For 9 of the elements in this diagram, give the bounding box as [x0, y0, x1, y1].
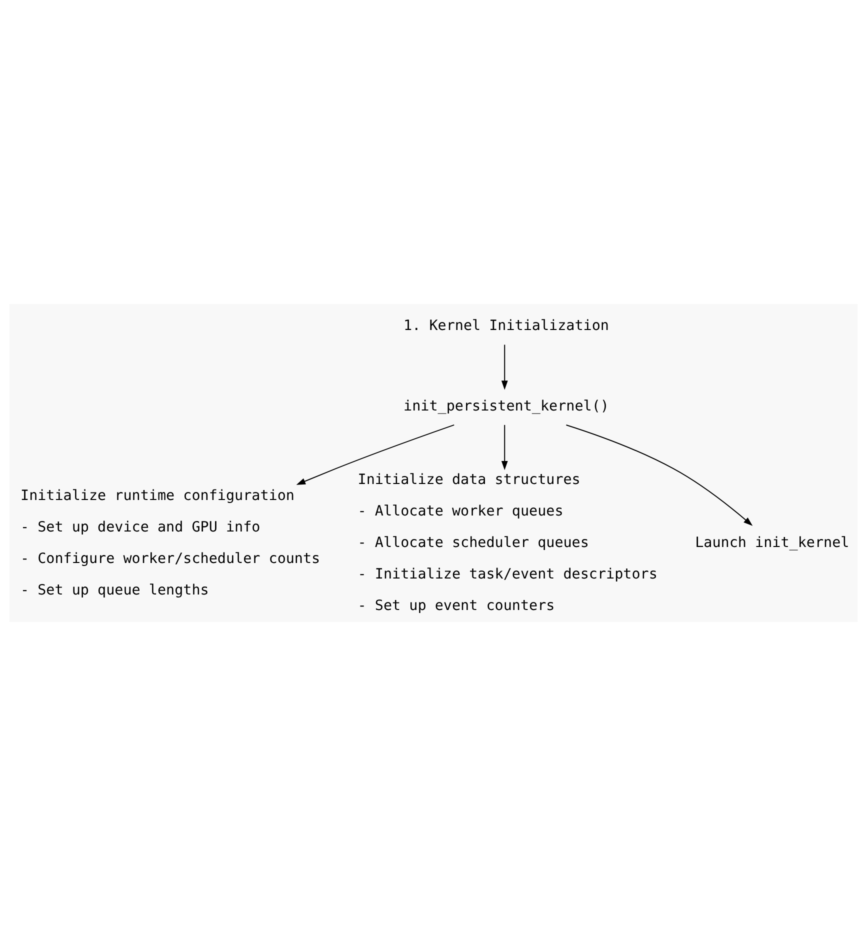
node-text: init_persistent_kernel()	[404, 398, 609, 414]
node-text: Initialize data structures - Allocate worker queues - Allocate scheduler queues - Initialize task/event descriptors - Set up event counters	[358, 472, 658, 614]
arrow	[501, 344, 508, 390]
arrow	[501, 424, 508, 470]
arrow	[566, 424, 753, 526]
node-text: Launch init_kernel	[695, 535, 850, 552]
arrow	[296, 424, 454, 485]
node-text: 1. Kernel Initialization	[404, 318, 609, 334]
node-text: Initialize runtime configuration - Set up device and GPU info - Configure worker/scheduler counts - Set up queue lengths	[20, 488, 320, 598]
